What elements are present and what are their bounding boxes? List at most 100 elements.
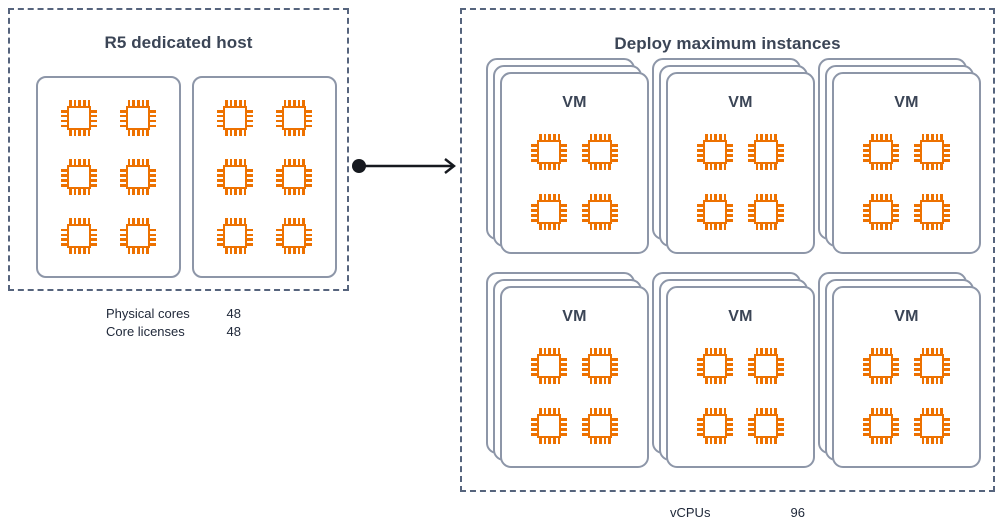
cpu-chip-pin [774,223,777,230]
cpu-chip-pin [863,428,871,431]
cpu-chip-pin [557,408,561,415]
flow-arrow [352,158,456,174]
cpu-chip-pin [610,363,618,366]
cpu-chip-pin [78,187,82,195]
cpu-chip-pin [942,373,950,376]
cpu-chip-pin [73,187,77,195]
cpu-chip-pin [589,408,593,415]
cpu-chip-pin [78,128,82,136]
cpu-chip-pin [581,418,589,421]
vm-stack[interactable]: VM [818,58,981,254]
cpu-chip-pin [560,418,568,421]
cpu-chip-pin [87,99,91,107]
cpu-chip-pin [719,437,722,444]
cpu-chip-pin [531,433,539,436]
vm-card-front: VM [666,72,815,254]
cpu-chip-body [869,354,894,378]
cpu-chip-pin [87,128,91,136]
cpu-chip-pin [297,247,301,255]
cpu-chip-pin [935,437,939,444]
cpu-chip-pin [610,428,618,431]
cpu-chip-pin [610,373,618,376]
cpu-chip-pin [714,134,718,141]
cpu-chip-pin [885,223,888,230]
cpu-chip-pin [697,363,705,366]
cpu-chip-pin [942,144,950,147]
vm-stack[interactable]: VM [818,272,981,468]
cpu-chip-pin [225,158,228,166]
cpu-chip-pin [913,433,921,436]
vm-stack[interactable]: VM [486,272,649,468]
cpu-chip-pin [78,158,82,166]
cpu-chip-pin [217,183,225,187]
chip-grid [668,122,813,242]
vm-stack[interactable]: VM [652,58,815,254]
cpu-chip-pin [73,99,77,107]
cpu-chip-pin [127,128,131,136]
cpu-chip-pin [885,348,888,355]
stat-label: Physical cores [106,306,190,321]
vm-stack[interactable]: VM [652,272,815,468]
cpu-chip-pin [297,99,301,107]
cpu-chip-icon [119,217,157,255]
cpu-chip-pin [930,437,934,444]
cpu-chip-pin [921,194,925,201]
cpu-chip-pin [548,223,552,230]
cpu-chip-pin [119,243,127,246]
cpu-chip-body [753,414,778,438]
cpu-chip-pin [594,223,597,230]
cpu-chip-pin [136,218,140,226]
cpu-chip-pin [531,418,539,421]
cpu-chip-pin [714,194,718,201]
cpu-chip-pin [239,247,242,255]
cpu-chip-pin [141,158,145,166]
cpu-chip-pin [594,194,597,201]
cpu-chip-pin [926,348,929,355]
cpu-chip-pin [774,163,777,170]
cpu-chip-pin [141,247,145,255]
cpu-chip-pin [217,109,225,113]
cpu-chip-pin [581,358,589,361]
cpu-chip-pin [297,158,301,166]
cpu-chip-pin [880,163,884,170]
cpu-chip-pin [531,428,539,431]
cpu-chip-pin [90,183,98,187]
cpu-chip-pin [892,154,900,157]
cpu-chip-pin [774,194,777,201]
cpu-chip-pin [892,373,900,376]
cpu-chip-pin [539,377,542,384]
vm-stack[interactable]: VM [486,58,649,254]
cpu-chip-pin [304,183,312,187]
cpu-chip-pin [69,187,72,195]
cpu-chip-pin [697,214,705,217]
cpu-chip-pin [83,158,86,166]
cpu-chip-pin [304,169,312,172]
cpu-chip-pin [304,179,312,182]
cpu-chip-pin [726,418,734,421]
cpu-chip-pin [942,154,950,157]
cpu-chip-pin [234,247,238,255]
cpu-chip-pin [229,247,233,255]
cpu-chip-pin [726,219,734,222]
cpu-chip-body [753,140,778,164]
cpu-chip-pin [776,204,784,207]
stat-label: Core licenses [106,324,185,339]
cpu-chip-icon [862,407,900,445]
cpu-chip-pin [275,228,283,232]
cpu-chip-pin [589,437,593,444]
cpu-chip-pin [548,377,552,384]
cpu-chip-pin [553,163,556,170]
cpu-chip-pin [709,437,713,444]
cpu-chip-pin [119,109,127,113]
cpu-chip-pin [61,228,69,232]
cpu-chip-pin [871,377,874,384]
host-panel: R5 dedicated host [8,8,349,291]
cpu-chip-pin [78,218,82,226]
cpu-chip-pin [560,433,568,436]
cpu-chip-pin [892,214,900,217]
cpu-chip-pin [697,433,705,436]
cpu-chip-pin [755,408,759,415]
cpu-chip-pin [863,423,871,426]
cpu-chip-pin [942,433,950,436]
cpu-chip-pin [557,163,561,170]
